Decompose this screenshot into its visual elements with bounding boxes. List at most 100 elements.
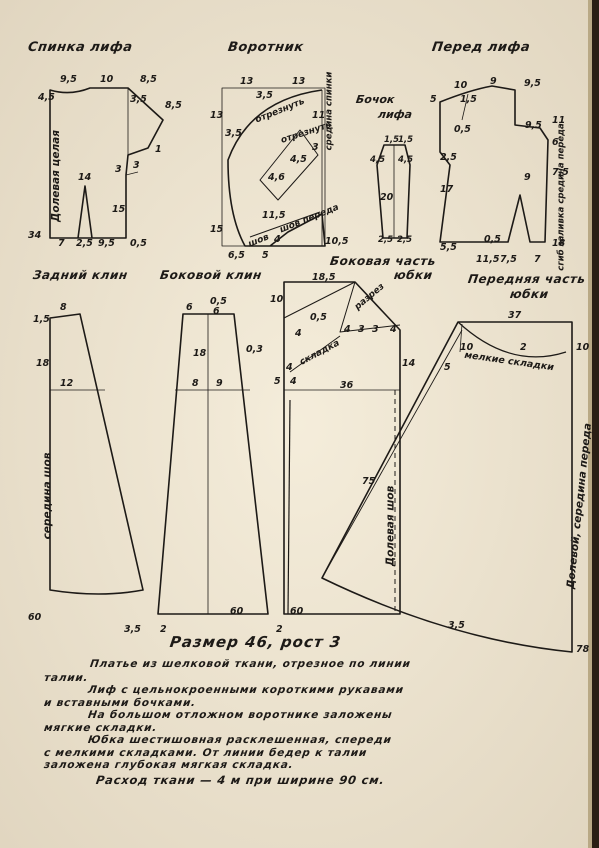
back-grain-caption: Долевая целая: [49, 130, 62, 222]
svg-text:8,5: 8,5: [165, 100, 182, 111]
back-gore-piece: [49, 313, 144, 595]
desc-line-5: На большом отложном воротнике заложены: [87, 709, 394, 721]
side-panel-piece: [376, 144, 411, 239]
svg-text:78: 78: [576, 644, 590, 655]
svg-text:4,5: 4,5: [397, 155, 413, 165]
svg-text:4,5: 4,5: [37, 92, 55, 103]
desc-line-1: Платье из шелковой ткани, отрезное по ли…: [89, 658, 412, 670]
svg-text:60: 60: [290, 606, 304, 617]
collar-title: Воротник: [226, 40, 305, 55]
collar-back-center-caption: средина спинки: [324, 71, 335, 151]
svg-text:8: 8: [192, 378, 199, 389]
svg-text:5: 5: [262, 250, 269, 261]
svg-text:0,5: 0,5: [310, 312, 327, 323]
svg-text:3,5: 3,5: [448, 620, 465, 631]
svg-text:4: 4: [294, 328, 302, 339]
svg-text:34: 34: [28, 230, 42, 241]
desc-line-8: с мелкими складками. От линии бедер к та…: [43, 747, 368, 759]
svg-text:6: 6: [186, 302, 193, 313]
svg-text:7,5: 7,5: [552, 167, 569, 178]
svg-text:2: 2: [520, 342, 527, 353]
svg-text:14: 14: [402, 358, 416, 369]
svg-text:9,5: 9,5: [524, 78, 541, 89]
svg-text:2: 2: [160, 624, 167, 635]
svg-text:10: 10: [270, 294, 284, 305]
svg-text:9: 9: [490, 76, 497, 87]
side-panel-title: Бочок: [355, 93, 396, 106]
side-skirt-piece: [283, 281, 401, 615]
back-bodice-piece: [49, 87, 164, 239]
svg-text:0,5: 0,5: [484, 234, 501, 245]
svg-text:2,5: 2,5: [397, 235, 412, 245]
binding-edge: [588, 0, 592, 848]
svg-text:11,5: 11,5: [476, 254, 500, 265]
svg-text:5,5: 5,5: [440, 242, 457, 253]
svg-text:18,5: 18,5: [312, 272, 336, 283]
svg-text:4: 4: [273, 234, 281, 245]
svg-text:12: 12: [60, 378, 74, 389]
svg-text:3: 3: [312, 142, 319, 153]
svg-text:4,5: 4,5: [369, 155, 385, 165]
front-bodice-piece: [439, 85, 549, 243]
svg-text:9,5: 9,5: [98, 238, 115, 249]
svg-text:75: 75: [362, 476, 376, 487]
svg-text:14: 14: [78, 172, 92, 183]
svg-text:2,5: 2,5: [76, 238, 93, 249]
svg-text:4,5: 4,5: [289, 154, 307, 165]
svg-text:1,5: 1,5: [384, 135, 399, 145]
svg-text:2,5: 2,5: [440, 152, 457, 163]
svg-text:6,5: 6,5: [228, 250, 245, 261]
side-skirt-grain-caption: Долевая шов: [384, 485, 397, 567]
svg-text:3: 3: [358, 324, 365, 335]
desc-line-4: и вставными бочками.: [43, 697, 197, 709]
front-skirt-piece: [321, 321, 573, 653]
svg-text:7: 7: [534, 254, 541, 265]
svg-text:0,5: 0,5: [454, 124, 471, 135]
desc-line-2: талии.: [43, 672, 90, 684]
svg-text:0,5: 0,5: [130, 238, 147, 249]
svg-text:5: 5: [430, 94, 437, 105]
collar-piece: [221, 87, 326, 247]
svg-text:9,5: 9,5: [525, 120, 542, 131]
desc-line-10: Расход ткани — 4 м при ширине 90 см.: [95, 773, 386, 787]
measurements: 4,5 9,5 10 8,5 3,5 8,5 1 3 3 14 15 34 7 …: [28, 74, 590, 655]
svg-text:13: 13: [292, 76, 306, 87]
svg-text:8,5: 8,5: [140, 74, 157, 85]
svg-text:18: 18: [552, 238, 566, 249]
desc-line-9: заложена глубокая мягкая складка.: [43, 759, 295, 771]
svg-text:60: 60: [230, 606, 244, 617]
svg-text:9,5: 9,5: [60, 74, 77, 85]
svg-text:6: 6: [552, 137, 559, 148]
svg-text:1,5: 1,5: [33, 314, 50, 325]
svg-text:2: 2: [276, 624, 283, 635]
front-fold-caption: сгиб заливка средина переда: [556, 123, 567, 271]
svg-text:10,5: 10,5: [325, 236, 349, 247]
svg-text:1,5: 1,5: [398, 135, 413, 145]
svg-text:9: 9: [524, 172, 531, 183]
front-skirt-title: Передняя часть: [467, 272, 587, 286]
svg-text:18: 18: [193, 348, 207, 359]
svg-text:9: 9: [216, 378, 223, 389]
svg-text:3: 3: [133, 160, 140, 171]
svg-text:4: 4: [289, 376, 297, 387]
svg-text:10: 10: [460, 342, 474, 353]
svg-text:37: 37: [508, 310, 522, 321]
side-skirt-title-2: юбки: [393, 268, 434, 282]
svg-text:4: 4: [285, 362, 293, 373]
svg-text:5: 5: [274, 376, 281, 387]
svg-text:5: 5: [444, 362, 451, 373]
svg-text:7: 7: [58, 238, 65, 249]
svg-text:20: 20: [380, 192, 394, 203]
back-gore-title: Задний клин: [32, 268, 129, 282]
front-skirt-title-2: юбки: [509, 287, 550, 301]
svg-text:18: 18: [36, 358, 50, 369]
svg-text:7,5: 7,5: [500, 254, 517, 265]
side-gore-piece: [157, 313, 269, 615]
svg-text:2,5: 2,5: [378, 235, 393, 245]
binding-shadow: [592, 0, 599, 848]
desc-line-3: Лиф с цельнокроенными короткими рукавами: [87, 684, 405, 696]
svg-text:3,5: 3,5: [256, 90, 273, 101]
svg-text:6: 6: [213, 306, 220, 317]
